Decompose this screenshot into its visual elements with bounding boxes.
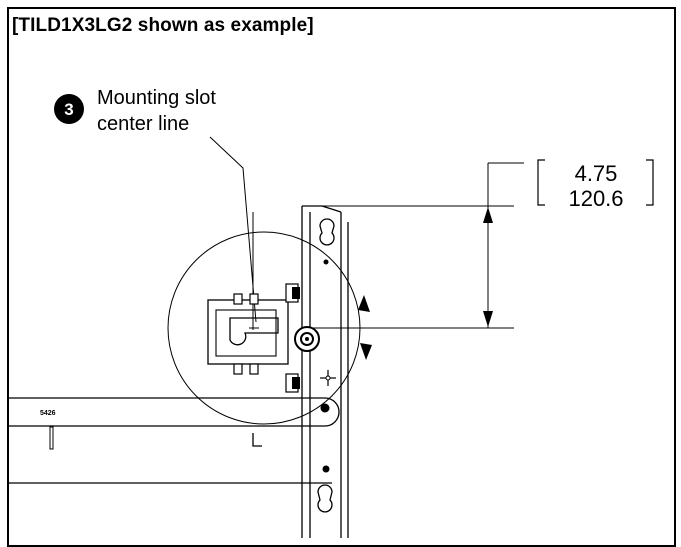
rail-keyhole-bottom <box>317 484 333 513</box>
bar-slot-left <box>49 426 54 450</box>
detail-circle-icon <box>167 231 361 425</box>
rotation-arrow-icon <box>358 295 372 360</box>
dimension-arrow-bottom <box>483 311 493 327</box>
callout-number: 3 <box>64 100 73 119</box>
dimension-inches: 4.75 <box>575 161 618 186</box>
callout-circle-icon <box>54 94 84 124</box>
crossbar: 5426 <box>9 397 340 484</box>
diagram-heading: [TILD1X3LG2 shown as example] <box>12 15 314 36</box>
callout-label-line2: center line <box>97 113 189 135</box>
crossbar-hole <box>320 403 330 413</box>
dimension-arrow-top <box>483 207 493 223</box>
bar-marking: 5426 <box>40 410 56 417</box>
vertical-rail <box>301 205 349 538</box>
dimension-bracket-left <box>537 159 545 206</box>
callout-leader-line <box>209 136 257 323</box>
callout-group: 3 Mounting slot center line <box>54 87 257 323</box>
mounting-slot <box>229 317 279 346</box>
dimension-bracket-right <box>646 159 654 206</box>
bar-l-mark <box>252 433 262 447</box>
rail-keyhole-top <box>319 218 335 246</box>
callout-label-line1: Mounting slot <box>97 87 216 109</box>
dimension-group: 4.75 120.6 <box>307 159 654 329</box>
bracket-assembly <box>207 212 320 393</box>
dimension-millimeters: 120.6 <box>568 186 623 211</box>
